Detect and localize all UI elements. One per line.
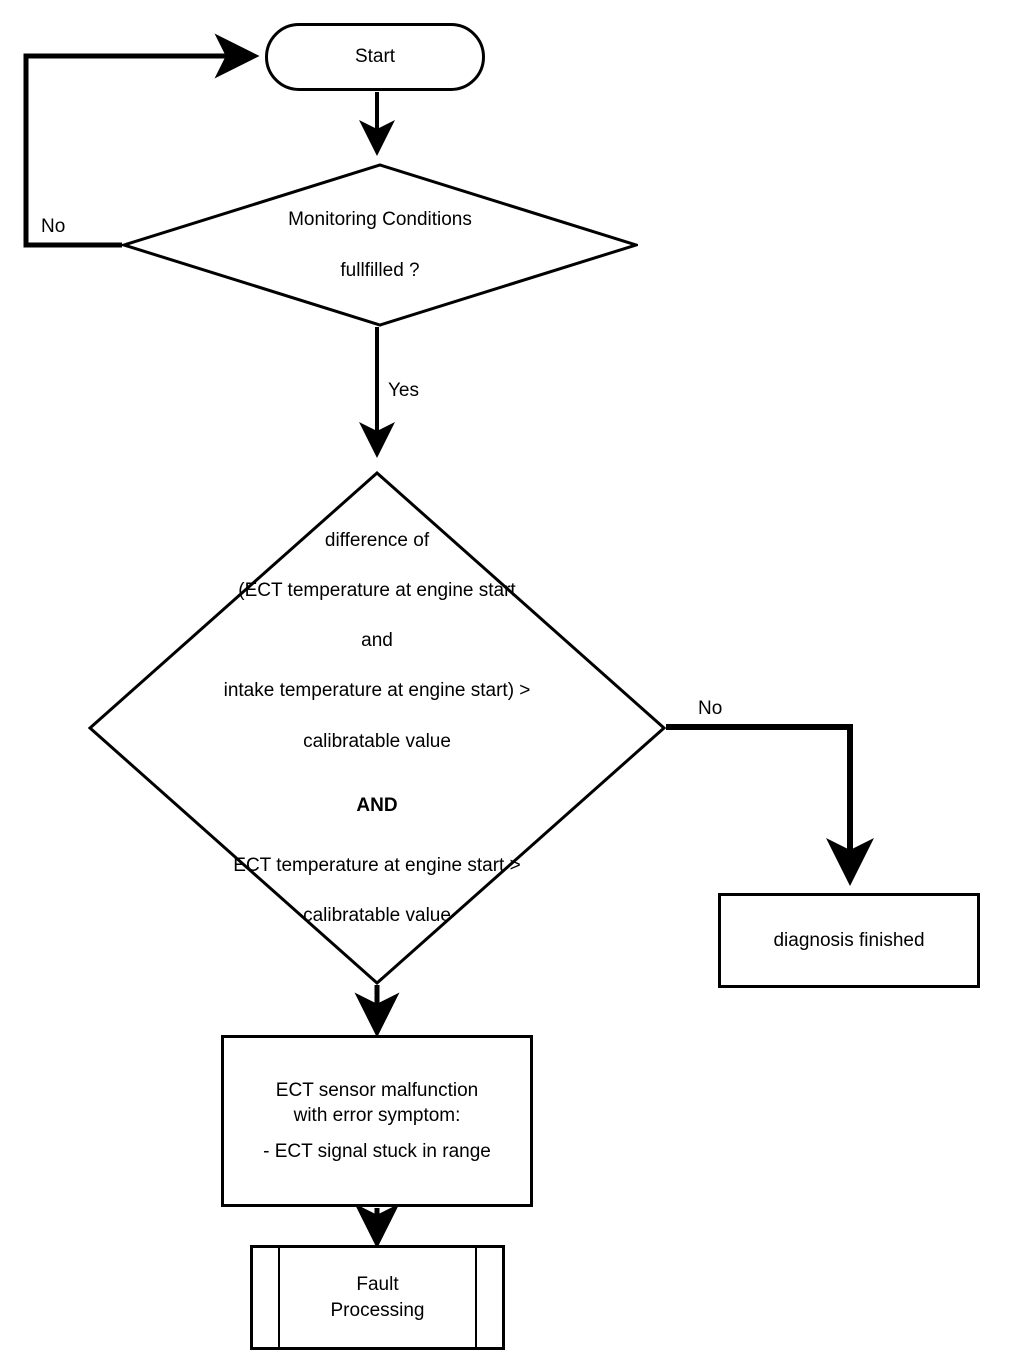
node-fault-processing[interactable]: Fault Processing bbox=[250, 1245, 505, 1350]
temperature-line-6: ECT temperature at engine start > bbox=[233, 854, 521, 876]
edge-label-monitoring-yes: Yes bbox=[388, 380, 419, 401]
node-start-label: Start bbox=[354, 46, 396, 68]
node-monitoring-conditions[interactable]: Monitoring Conditions fullfilled ? bbox=[122, 162, 638, 328]
fault-processing-line-1: Fault bbox=[356, 1274, 399, 1296]
edge-label-temperature-no: No bbox=[698, 698, 723, 719]
ect-malfunction-line-1: ECT sensor malfunction bbox=[275, 1080, 479, 1102]
node-diagnosis-finished[interactable]: diagnosis finished bbox=[718, 893, 980, 988]
temperature-line-2: (ECT temperature at engine start bbox=[238, 580, 516, 602]
fault-processing-line-2: Processing bbox=[330, 1299, 425, 1321]
predefined-bar-left bbox=[278, 1248, 280, 1347]
temperature-diamond-outline bbox=[88, 470, 666, 986]
node-start[interactable]: Start bbox=[265, 23, 485, 91]
temperature-line-7: calibratable value bbox=[303, 905, 451, 926]
monitoring-line-2: fullfilled ? bbox=[340, 259, 420, 281]
ect-malfunction-line-3: - ECT signal stuck in range bbox=[263, 1140, 491, 1162]
monitoring-line-1: Monitoring Conditions bbox=[288, 209, 472, 231]
edge-label-monitoring-no: No bbox=[41, 216, 66, 237]
ect-malfunction-line-2: with error symptom: bbox=[293, 1105, 461, 1127]
temperature-line-1: difference of bbox=[324, 529, 430, 551]
node-temperature-check[interactable]: difference of (ECT temperature at engine… bbox=[88, 470, 666, 986]
temperature-line-4: intake temperature at engine start) > bbox=[223, 680, 531, 702]
predefined-bar-right bbox=[475, 1248, 477, 1347]
node-diagnosis-finished-label: diagnosis finished bbox=[773, 929, 925, 951]
node-monitoring-conditions-text: Monitoring Conditions fullfilled ? bbox=[122, 182, 638, 307]
temperature-operator: AND bbox=[356, 794, 398, 816]
edge-monitoring-no-loop bbox=[23, 33, 260, 248]
monitoring-diamond-outline bbox=[122, 163, 638, 327]
temperature-line-3: and bbox=[361, 630, 393, 652]
temperature-line-5: calibratable value bbox=[303, 730, 451, 752]
node-temperature-check-text: difference of (ECT temperature at engine… bbox=[88, 503, 666, 953]
node-ect-malfunction[interactable]: ECT sensor malfunction with error sympto… bbox=[221, 1035, 533, 1207]
edge-temperature-no bbox=[666, 724, 874, 886]
